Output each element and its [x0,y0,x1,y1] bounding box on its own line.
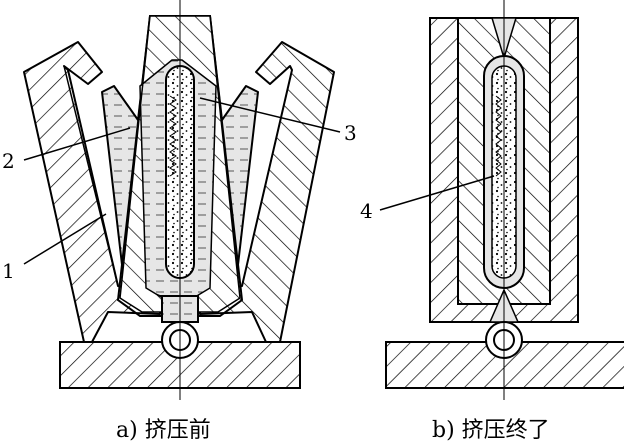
right-mould-half [199,41,335,343]
punch-hatch [119,15,241,313]
callouts: 2 3 1 4 [2,97,495,283]
callout-2: 2 [2,149,15,173]
left-mould-inner [63,65,119,287]
leader-1 [23,213,107,265]
core-outline-b [495,95,502,177]
figure-a [23,0,335,400]
callout-1: 1 [2,259,15,283]
core-outline-a [169,95,177,177]
caption-b: b) 挤压终了 [432,418,550,443]
leader-3 [199,97,341,133]
figure-b [385,0,624,400]
callout-3: 3 [344,121,357,145]
leader-2 [23,127,131,161]
leader-4 [379,175,495,211]
callout-4: 4 [360,199,373,223]
caption-a: a) 挤压前 [116,418,211,443]
